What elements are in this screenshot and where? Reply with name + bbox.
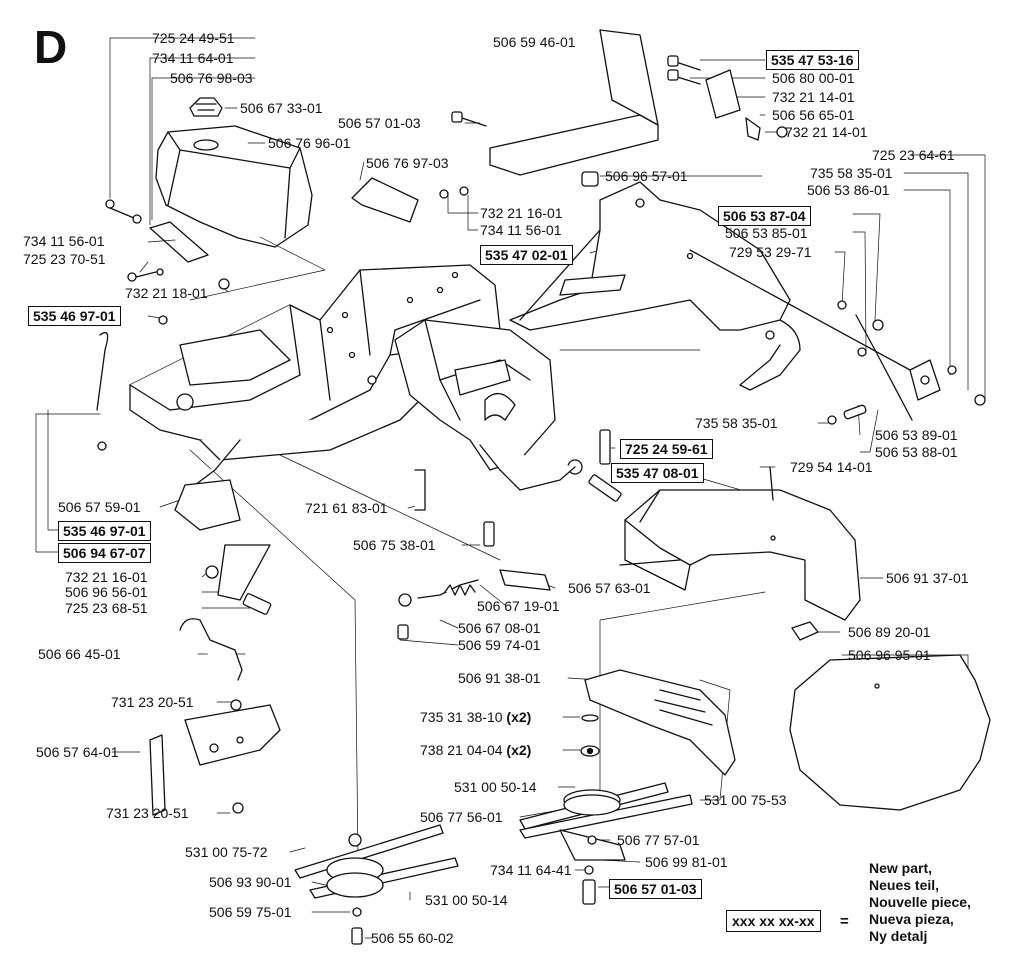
new-part-label: 506 94 67-07 [58, 543, 151, 563]
part-label: 506 96 56-01 [65, 584, 148, 600]
part-label: 506 67 19-01 [477, 598, 560, 614]
part-label: 732 21 14-01 [785, 124, 868, 140]
part-label: 506 53 86-01 [807, 182, 890, 198]
new-part-label: 535 47 08-01 [611, 463, 704, 483]
hinge-bolts [451, 55, 788, 141]
spring-assembly [397, 429, 774, 640]
main-frame [129, 264, 501, 531]
legend-key: xxx xx xx-xx [726, 910, 821, 932]
part-label: 729 54 14-01 [790, 459, 873, 475]
side-cover [789, 621, 991, 811]
part-label: 731 23 20-51 [111, 694, 194, 710]
new-part-label: 535 47 02-01 [480, 245, 573, 265]
part-label: 506 67 08-01 [458, 620, 541, 636]
legend-line: Neues teil, [869, 877, 940, 893]
part-label: 506 91 38-01 [458, 670, 541, 686]
part-label: 725 23 70-51 [23, 251, 106, 267]
part-label: 738 21 04-04 (x2) [420, 742, 531, 758]
part-label: 531 00 50-14 [454, 779, 537, 795]
new-part-label: 535 47 53-16 [766, 50, 859, 70]
section-letter: D [34, 21, 68, 73]
brake-linkage [689, 249, 986, 425]
legend-line: Nouvelle piece, [869, 894, 971, 910]
part-label: 734 11 56-01 [480, 222, 562, 238]
part-label: 506 96 57-01 [605, 168, 688, 184]
fuel-tank [155, 97, 313, 248]
part-label: 732 21 18-01 [125, 285, 208, 301]
part-label: 506 59 75-01 [209, 904, 292, 920]
part-label: 506 53 88-01 [875, 444, 958, 460]
part-label: 735 58 35-01 [810, 165, 893, 181]
seat-support [489, 29, 659, 176]
part-label: 506 59 74-01 [458, 637, 541, 653]
pedal-frame [509, 171, 801, 391]
part-label: 506 56 65-01 [772, 107, 855, 123]
part-number: 735 31 38-10 [420, 709, 503, 725]
new-part-label: 535 46 97-01 [28, 306, 121, 326]
part-label: 506 53 85-01 [725, 225, 808, 241]
part-label: 506 99 81-01 [645, 854, 728, 870]
shield-and-pulleys [519, 669, 736, 905]
part-label: 506 57 01-03 [338, 115, 421, 131]
part-label: 732 21 16-01 [65, 569, 148, 585]
part-label: 506 96 95-01 [848, 647, 931, 663]
quantity: (x2) [506, 742, 532, 758]
legend-text: New part, Neues teil, Nouvelle piece, Nu… [869, 860, 971, 945]
part-label: 506 76 96-01 [268, 135, 351, 151]
part-label: 725 23 68-51 [65, 600, 148, 616]
part-label: 506 91 37-01 [886, 570, 969, 586]
legend-line: New part, [869, 860, 933, 876]
part-label: 506 57 63-01 [568, 580, 651, 596]
belt-cover [624, 489, 861, 621]
part-label: 734 11 64-01 [152, 50, 234, 66]
part-label: 506 75 38-01 [353, 537, 436, 553]
part-number: 738 21 04-04 [420, 742, 503, 758]
part-label: 506 57 59-01 [58, 499, 141, 515]
legend-equals: = [840, 913, 849, 930]
new-part-label: 506 57 01-03 [609, 879, 702, 899]
legend-line: Ny detalj [869, 928, 928, 944]
part-label: 721 61 83-01 [305, 500, 388, 516]
part-label: 735 31 38-10 (x2) [420, 709, 531, 725]
part-label: 506 80 00-01 [772, 70, 855, 86]
new-part-label: 535 46 97-01 [58, 521, 151, 541]
part-label: 735 58 35-01 [695, 415, 778, 431]
legend-line: Nueva pieza, [869, 911, 954, 927]
part-label: 506 67 33-01 [240, 100, 323, 116]
seat-bracket [394, 319, 583, 491]
part-label: 531 00 75-72 [185, 844, 268, 860]
part-label: 506 89 20-01 [848, 624, 931, 640]
part-label: 732 21 16-01 [480, 205, 563, 221]
part-label: 506 59 46-01 [493, 34, 576, 50]
part-label: 729 53 29-71 [729, 244, 812, 260]
part-label: 506 76 98-03 [170, 70, 253, 86]
part-label: 531 00 50-14 [425, 892, 508, 908]
part-label: 731 23 20-51 [106, 805, 189, 821]
left-lower-parts [96, 315, 281, 816]
mower-pulley [294, 824, 459, 945]
new-part-label: 506 53 87-04 [718, 206, 811, 226]
part-label: 506 57 64-01 [36, 744, 119, 760]
part-label: 506 77 56-01 [420, 809, 503, 825]
part-label: 732 21 14-01 [772, 89, 855, 105]
part-label: 531 00 75-53 [704, 792, 787, 808]
part-label: 506 77 57-01 [617, 832, 700, 848]
part-label: 506 55 60-02 [371, 930, 454, 946]
part-label: 506 53 89-01 [875, 427, 958, 443]
new-part-label: 725 24 59-61 [620, 439, 713, 459]
part-label: 506 93 90-01 [209, 874, 292, 890]
part-label: 506 66 45-01 [38, 646, 121, 662]
part-label: 734 11 64-41 [490, 862, 572, 878]
quantity: (x2) [506, 709, 532, 725]
part-label: 506 76 97-03 [366, 155, 449, 171]
part-label: 734 11 56-01 [23, 233, 105, 249]
part-label: 725 23 64-61 [872, 147, 955, 163]
part-label: 725 24 49-51 [152, 30, 235, 46]
tank-bracket [105, 177, 469, 290]
